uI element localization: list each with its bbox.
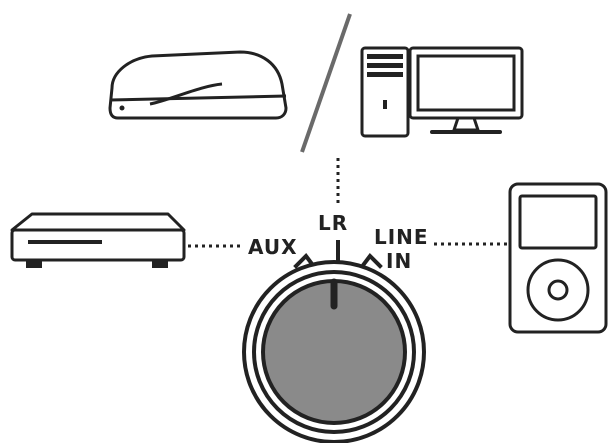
- connection-lines: [188, 158, 508, 248]
- selector-tick-marks: [293, 240, 383, 269]
- lr-label: LR: [318, 211, 348, 235]
- line-in-tick: [361, 252, 383, 269]
- game-console-icon: [108, 50, 288, 120]
- media-player-icon: [508, 182, 608, 334]
- computer-tower: [360, 46, 410, 138]
- desktop-computer-icon: [360, 46, 524, 138]
- line-in-label-line1: LINE: [374, 225, 429, 249]
- line-in-label-line2: IN: [386, 249, 412, 273]
- dvd-player-icon: [10, 212, 186, 268]
- aux-tick: [293, 252, 315, 269]
- divider-slash: [300, 13, 352, 153]
- aux-label: AUX: [248, 235, 298, 259]
- input-selector-knob[interactable]: [242, 260, 426, 443]
